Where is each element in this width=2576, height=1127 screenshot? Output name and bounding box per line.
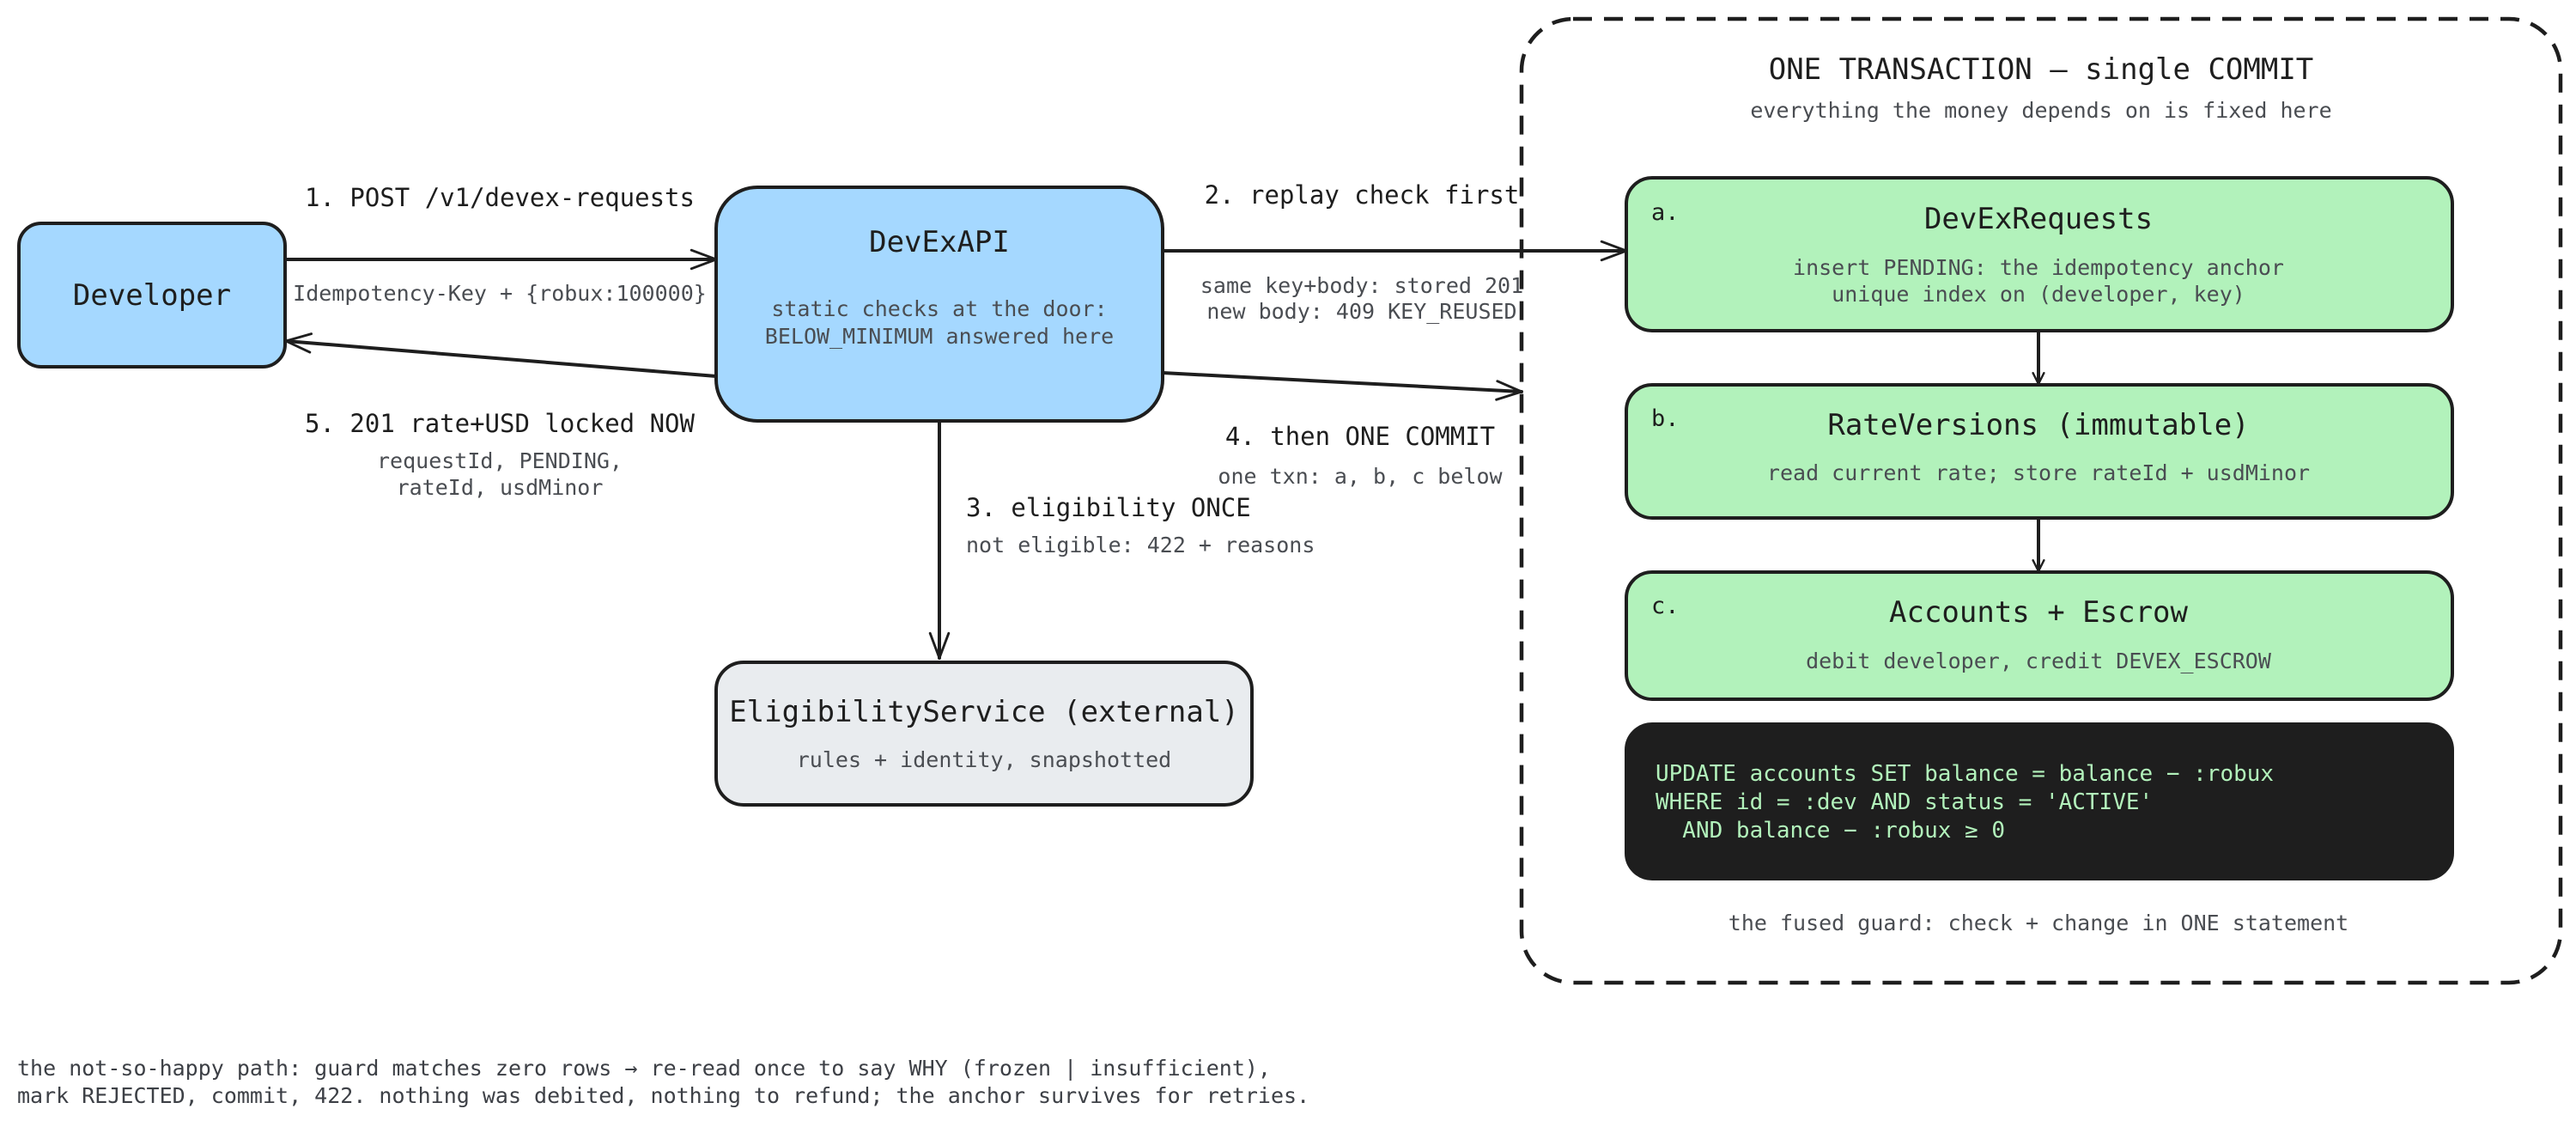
edge-response-sublabel-2: rateId, usdMinor: [397, 475, 604, 500]
transaction-subtitle: everything the money depends on is fixed…: [1750, 98, 2331, 123]
accounts-node: c. Accounts + Escrow debit developer, cr…: [1625, 570, 2454, 701]
accounts-subtitle: debit developer, credit DEVEX_ESCROW: [1806, 649, 2272, 673]
developer-node: Developer: [17, 222, 287, 369]
edges: [284, 240, 2045, 660]
edge-eligibility-label: 3. eligibility ONCE: [966, 493, 1251, 522]
sql-line-3: AND balance − :robux ≥ 0: [1656, 818, 2005, 844]
accounts-title: Accounts + Escrow: [1889, 595, 2189, 630]
edge-eligibility-sublabel: not eligible: 422 + reasons: [966, 533, 1315, 557]
footnote: the not-so-happy path: guard matches zer…: [17, 1056, 1309, 1108]
edge-commit-sublabel: one txn: a, b, c below: [1218, 464, 1503, 489]
edge-replay-sublabel-1: same key+body: stored 201: [1200, 273, 1523, 298]
edge-labels: 1. POST /v1/devex-requests Idempotency-K…: [293, 180, 1523, 557]
edge-post-sublabel: Idempotency-Key + {robux:100000}: [293, 281, 707, 306]
requests-subtitle-2: unique index on (developer, key): [1832, 282, 2245, 307]
accounts-tag: c.: [1651, 593, 1680, 619]
requests-subtitle-1: insert PENDING: the idempotency anchor: [1793, 255, 2284, 280]
api-title: DevExAPI: [869, 225, 1010, 259]
rates-tag: b.: [1651, 405, 1680, 432]
requests-tag: a.: [1651, 199, 1680, 226]
api-node: DevExAPI static checks at the door: BELO…: [714, 186, 1164, 423]
edge-response-label: 5. 201 rate+USD locked NOW: [305, 409, 695, 438]
transaction-title: ONE TRANSACTION – single COMMIT: [1769, 52, 2314, 87]
rates-subtitle: read current rate; store rateId + usdMin…: [1767, 460, 2310, 485]
edge-one-commit: [1161, 371, 1523, 401]
edge-replay-sublabel-2: new body: 409 KEY_REUSED: [1206, 299, 1516, 324]
rates-node: b. RateVersions (immutable) read current…: [1625, 383, 2454, 520]
edge-post-label: 1. POST /v1/devex-requests: [305, 183, 695, 212]
developer-title: Developer: [73, 278, 231, 313]
eligibility-node: EligibilityService (external) rules + id…: [714, 661, 1254, 807]
api-subtitle-2: BELOW_MINIMUM answered here: [765, 324, 1114, 349]
requests-title: DevExRequests: [1924, 202, 2153, 236]
eligibility-title: EligibilityService (external): [729, 695, 1239, 729]
rates-title: RateVersions (immutable): [1827, 408, 2249, 442]
edge-response-sublabel-1: requestId, PENDING,: [377, 448, 623, 473]
api-subtitle-1: static checks at the door:: [771, 296, 1107, 321]
sql-code-block: UPDATE accounts SET balance = balance − …: [1625, 722, 2454, 880]
edge-replay-label: 2. replay check first: [1205, 180, 1520, 210]
edge-commit-label: 4. then ONE COMMIT: [1225, 422, 1495, 451]
eligibility-subtitle: rules + identity, snapshotted: [797, 747, 1172, 772]
edge-response: [284, 332, 718, 378]
sql-line-2: WHERE id = :dev AND status = 'ACTIVE': [1656, 789, 2153, 815]
transaction-boundary: ONE TRANSACTION – single COMMIT everythi…: [1519, 16, 2563, 985]
footnote-line-2: mark REJECTED, commit, 422. nothing was …: [17, 1083, 1309, 1108]
footnote-line-1: the not-so-happy path: guard matches zer…: [17, 1056, 1271, 1081]
guard-note: the fused guard: check + change in ONE s…: [1728, 911, 2348, 935]
requests-node: a. DevExRequests insert PENDING: the ide…: [1625, 176, 2454, 332]
sql-line-1: UPDATE accounts SET balance = balance − …: [1656, 761, 2274, 787]
